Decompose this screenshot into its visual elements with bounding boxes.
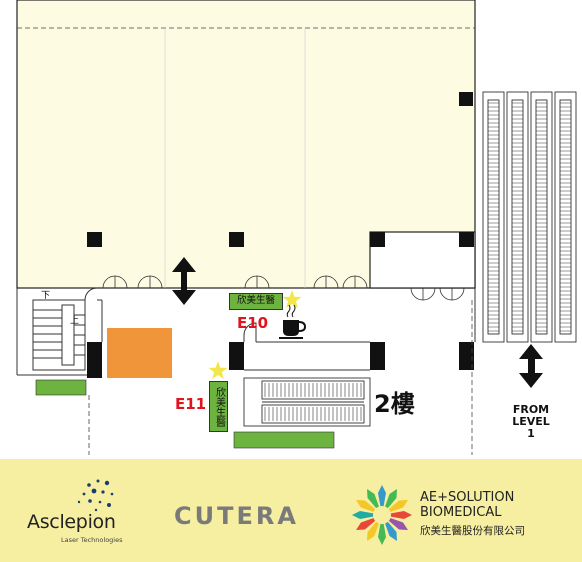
from-level-line-2: LEVEL: [512, 415, 550, 428]
passage-arrow-icon: [172, 257, 196, 305]
emblem-petal: [378, 485, 386, 515]
booth-e10-sign-text: 欣美生醫: [236, 295, 275, 306]
pillar: [370, 232, 385, 247]
booth-e10-code[interactable]: E10: [237, 314, 269, 332]
side-room: [369, 231, 476, 289]
star-icon: [282, 290, 302, 308]
ae-solution-line1: AE+SOLUTION: [420, 490, 515, 505]
escalator-lane: [530, 91, 553, 343]
pillar: [370, 342, 385, 370]
cutera-logo[interactable]: CUTERA: [174, 502, 299, 530]
from-level-line-1: FROM: [512, 403, 550, 416]
coffee-cup-icon: [279, 304, 307, 339]
escalator-lane-inner: [511, 99, 524, 335]
pillar: [459, 342, 474, 370]
from-level-line-3: 1: [527, 427, 535, 440]
from-level-arrow-icon: [519, 344, 543, 388]
escalator-bank: [482, 91, 577, 343]
emblem-center: [373, 506, 391, 524]
booth-strip: [35, 379, 87, 396]
emblem-petal: [352, 511, 382, 519]
booth-strip: [233, 431, 335, 449]
sponsor-bar: Asclepion Laser Technologies CUTERA AE+S…: [0, 459, 582, 562]
orange-block: [107, 328, 172, 378]
asclepion-logo[interactable]: Asclepion Laser Technologies: [27, 477, 137, 547]
asclepion-wordmark: Asclepion: [27, 511, 116, 533]
escalator-lane-inner: [487, 99, 500, 335]
floor-plan-map: 下 上: [16, 0, 577, 455]
lounge-area: [243, 322, 370, 371]
ae-solution-emblem-icon: [352, 485, 412, 545]
booth-e11-sign-text: 欣美生醫: [213, 386, 225, 427]
escalator-lane: [482, 91, 505, 343]
pillar: [459, 92, 473, 106]
booth-e11-code[interactable]: E11: [175, 395, 207, 413]
ae-solution-line2: BIOMEDICAL: [420, 505, 502, 520]
pillar: [459, 232, 474, 247]
hall-doors: [102, 275, 465, 301]
ae-solution-chinese-name: 欣美生醫股份有限公司: [420, 525, 525, 537]
floor-label: 2樓: [374, 390, 415, 418]
stairwell: [16, 287, 103, 376]
from-level-label: FROM LEVEL 1: [501, 404, 561, 440]
booth-e10-sign[interactable]: 欣美生醫: [229, 293, 283, 310]
star-icon: [208, 361, 228, 379]
asclepion-dots-icon: [77, 479, 114, 512]
emblem-petal: [382, 511, 412, 519]
escalator-lane: [506, 91, 529, 343]
pillar: [87, 232, 102, 247]
escalator-lane-inner: [535, 99, 548, 335]
ae-solution-logo[interactable]: AE+SOLUTION BIOMEDICAL 欣美生醫股份有限公司: [350, 481, 575, 551]
emblem-petal: [378, 515, 386, 545]
escalator-center: [243, 377, 371, 427]
escalator-lane: [554, 91, 577, 343]
pillar: [229, 342, 244, 370]
asclepion-tagline: Laser Technologies: [61, 536, 123, 544]
escalator-lane-inner: [559, 99, 572, 335]
pillar: [229, 232, 244, 247]
stair-up-label: 上: [70, 315, 79, 326]
escalator-steps: [264, 383, 362, 421]
booth-e11-sign[interactable]: 欣美生醫: [209, 381, 228, 432]
pillar: [87, 342, 102, 378]
stair-down-label: 下: [41, 291, 50, 301]
